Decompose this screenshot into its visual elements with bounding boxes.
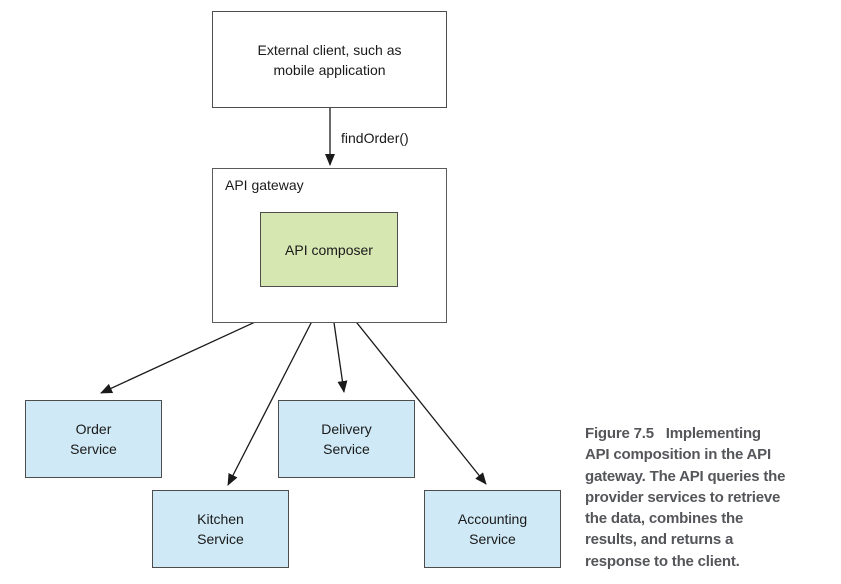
find-order-label: findOrder() [341,130,409,146]
order-service-box: Order Service [25,400,162,478]
caption-line: gateway. The API queries the [585,467,786,485]
figure-caption: Figure 7.5 Implementing API composition … [585,423,841,572]
accounting-service-box: Accounting Service [424,490,561,568]
delivery-service-label: Delivery Service [321,421,372,457]
api-composer-box: API composer [260,212,398,287]
external-client-label: External client, such as mobile applicat… [257,41,402,78]
order-service-label: Order Service [70,421,117,457]
caption-line: response to the client. [585,552,740,570]
kitchen-service-label: Kitchen Service [197,511,244,547]
caption-line: results, and returns a [585,531,734,549]
api-composer-label: API composer [285,241,373,258]
api-gateway-label: API gateway [225,177,304,193]
caption-line: Figure 7.5 Implementing [585,425,761,442]
caption-line: API composition in the API [585,446,771,464]
caption-line: the data, combines the [585,510,744,528]
delivery-service-box: Delivery Service [278,400,415,478]
external-client-box: External client, such as mobile applicat… [212,11,447,108]
kitchen-service-box: Kitchen Service [152,490,289,568]
accounting-service-label: Accounting Service [457,511,528,547]
caption-line: provider services to retrieve [585,488,781,506]
